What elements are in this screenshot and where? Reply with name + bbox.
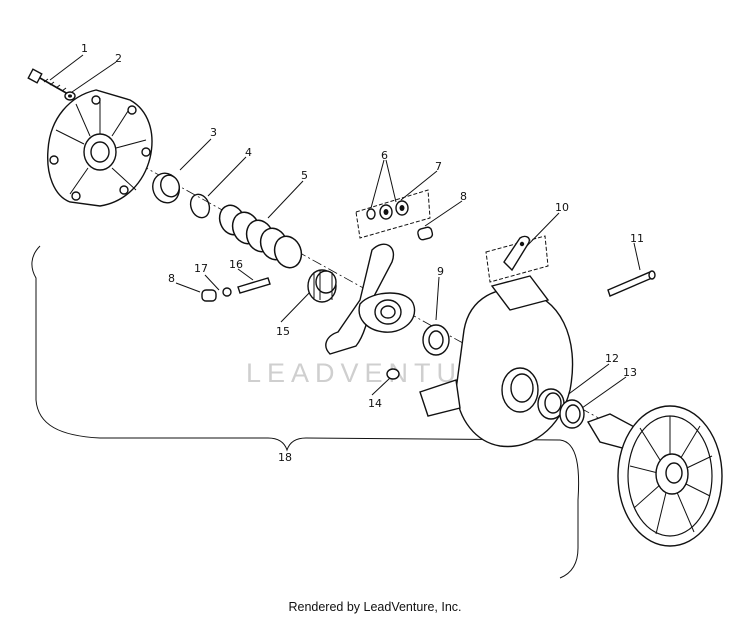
- callout-17: 17: [194, 262, 208, 275]
- callout-7: 7: [435, 160, 442, 173]
- footer-credit: Rendered by LeadVenture, Inc.: [288, 600, 462, 614]
- callout-14: 14: [368, 397, 382, 410]
- callout-2: 2: [115, 52, 122, 65]
- part-12-bushing: [537, 388, 565, 420]
- callout-11: 11: [630, 232, 644, 245]
- callout-5: 5: [301, 169, 308, 182]
- part-6-7-hardware: [366, 200, 409, 220]
- callout-13: 13: [623, 366, 637, 379]
- part-13-washer: [559, 399, 585, 429]
- part-3-bushing: [152, 172, 180, 204]
- assembly-bracket: [31, 245, 580, 579]
- part-8-cap-left: [201, 289, 217, 302]
- hardware-box-6-7: [355, 189, 431, 239]
- callout-8-left: 8: [168, 272, 175, 285]
- callout-6: 6: [381, 149, 388, 162]
- leader-lines: [49, 54, 641, 409]
- callout-9: 9: [437, 265, 444, 278]
- callout-18: 18: [278, 451, 292, 464]
- part-10-clip: [503, 235, 530, 272]
- part-16-shaft-pin: [237, 277, 271, 294]
- callout-4: 4: [245, 146, 252, 159]
- part-11-pin: [607, 270, 656, 297]
- spider-arm: [325, 243, 416, 355]
- callout-15: 15: [276, 325, 290, 338]
- callout-12: 12: [605, 352, 619, 365]
- part-8-roller-upper: [417, 226, 434, 241]
- hardware-box-10: [485, 235, 549, 283]
- part-15-roller: [307, 269, 337, 303]
- part-14-nut: [386, 368, 400, 380]
- callout-16: 16: [229, 258, 243, 271]
- callout-3: 3: [210, 126, 217, 139]
- part-2-washer: [64, 91, 76, 101]
- callout-8-upper: 8: [460, 190, 467, 203]
- part-5-spring: [218, 204, 303, 269]
- fixed-sheave: [586, 405, 723, 547]
- callout-10: 10: [555, 201, 569, 214]
- part-4-snap-ring: [189, 193, 211, 219]
- cover-plate: [47, 89, 153, 207]
- part-17-pin: [222, 287, 232, 297]
- part-1-bolt: [27, 68, 69, 95]
- callout-labels: 1 2 3 4 5 6 7 8 8 9 10 11 12 13 14 15 16…: [81, 42, 644, 464]
- callout-1: 1: [81, 42, 88, 55]
- part-9-washer: [422, 324, 450, 356]
